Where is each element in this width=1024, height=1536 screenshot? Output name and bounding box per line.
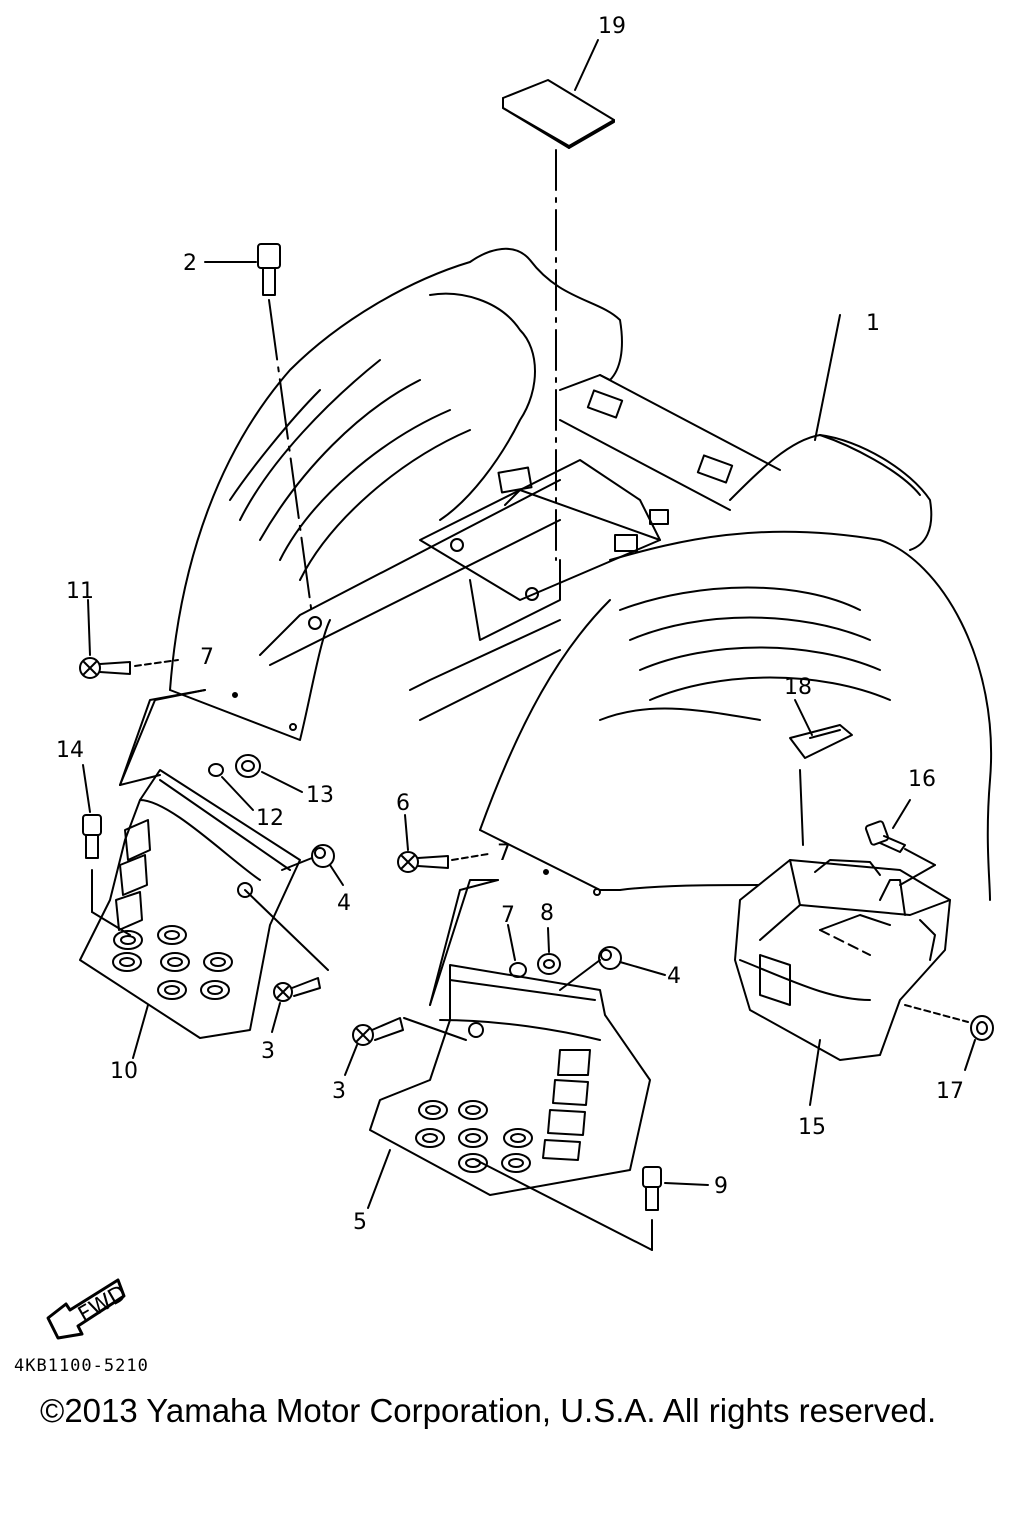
callout-7: 7 [501,903,515,928]
callout-4-right: 4 [667,964,681,989]
callout-9: 9 [714,1174,728,1199]
callout-14: 14 [56,738,84,763]
callout-6: 6 [396,791,410,816]
callout-18: 18 [784,675,812,700]
callout-2: 2 [183,251,197,276]
callout-5: 5 [353,1210,367,1235]
callout-15: 15 [798,1115,826,1140]
screw-part-11 [79,599,179,679]
fender-tag-7-left: 7 [200,645,214,670]
collar-part-4-right [559,946,666,991]
bolt-part-9 [475,1159,709,1251]
fender-tag-7-right: 7 [497,841,511,866]
clip-part-18 [789,699,853,846]
callout-8: 8 [540,901,554,926]
callout-4-left: 4 [337,891,351,916]
fwd-arrow-icon [46,1278,126,1340]
bolt-part-16 [864,799,936,886]
label-pad-part [502,39,615,561]
callout-3-right: 3 [332,1079,346,1104]
callout-19: 19 [598,14,626,39]
left-mudguard-part [79,689,301,1059]
rear-fender-part [169,247,993,901]
bolt-part-2 [204,243,313,616]
screw-part-6 [397,814,489,873]
bolt-part-14 [82,764,131,936]
callout-1: 1 [866,311,880,336]
tool-box-part [734,859,951,1106]
callout-12: 12 [256,806,284,831]
nut-part-13 [235,754,303,793]
callout-16: 16 [908,767,936,792]
screw-part-3-right [344,1017,467,1076]
callout-10: 10 [110,1059,138,1084]
callout-3-left: 3 [261,1039,275,1064]
washer-part-7 [507,924,527,978]
callout-11: 11 [66,579,94,604]
copyright-notice: ©2013 Yamaha Motor Corporation, U.S.A. A… [40,1392,937,1429]
callout-13: 13 [306,783,334,808]
mounting-leader-lines [119,689,499,1006]
nut-part-8 [537,927,561,975]
callout-17: 17 [936,1079,964,1104]
washer-part-12 [208,763,254,811]
diagram-code: 4KB1100-5210 [14,1356,149,1376]
right-mudguard-part [367,879,651,1209]
collar-part-4-left [281,844,344,886]
screw-part-3-left [244,889,329,1033]
nut-part-17 [904,1004,994,1071]
